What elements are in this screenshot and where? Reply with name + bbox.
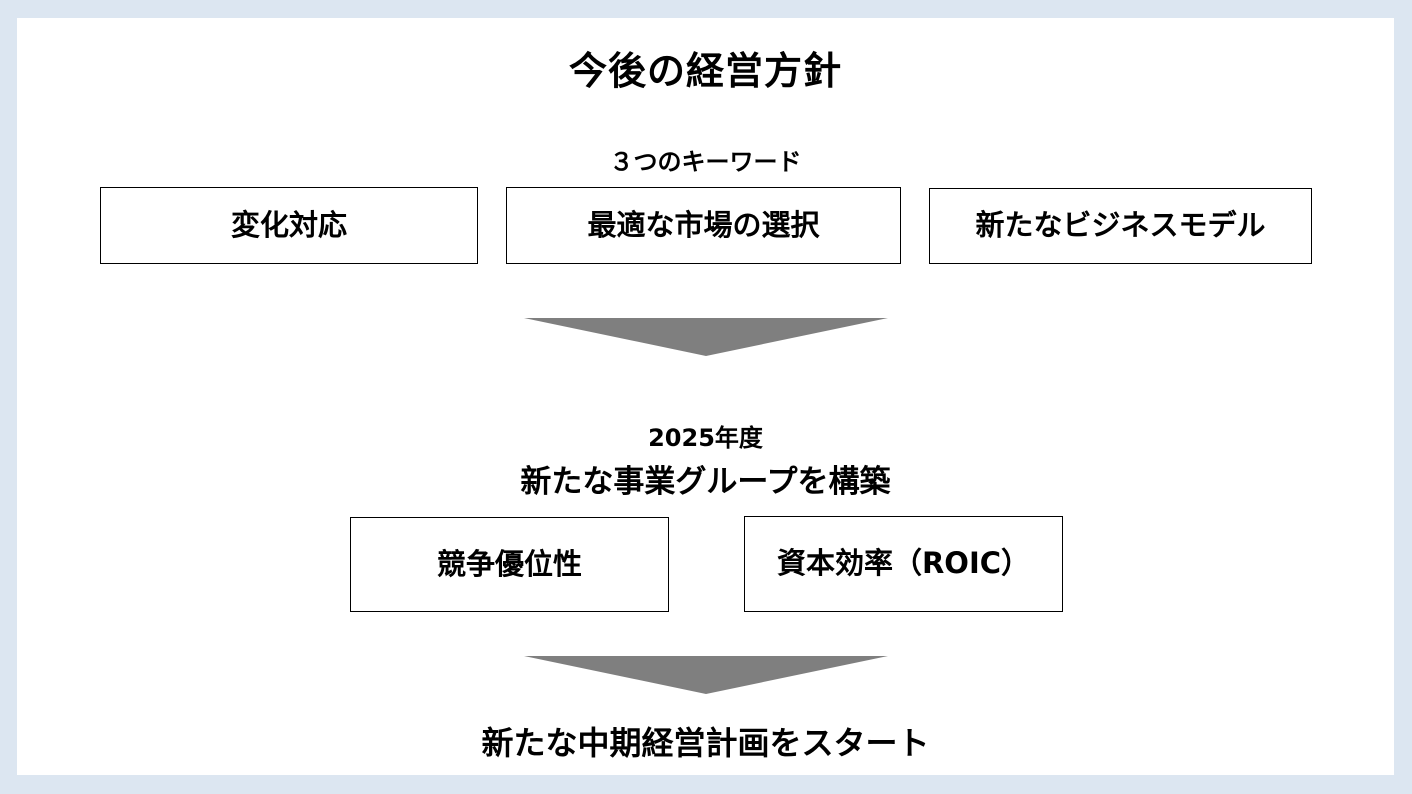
pillar-label-1: 競争優位性 [436, 546, 582, 581]
keyword-label-2: 最適な市場の選択 [587, 207, 820, 242]
slide-panel: 今後の経営方針 ３つのキーワード 変化対応 最適な市場の選択 新たなビジネスモデ… [17, 18, 1394, 775]
down-arrow-icon [524, 318, 888, 356]
keyword-label-1: 変化対応 [230, 207, 347, 242]
group-heading: 新たな事業グループを構築 [520, 464, 891, 500]
keyword-box-3: 新たなビジネスモデル [929, 188, 1312, 264]
keyword-box-2: 最適な市場の選択 [506, 187, 901, 264]
down-arrow-icon [524, 656, 888, 694]
year-label: 2025年度 [648, 424, 763, 452]
pillar-box-competitive-advantage: 競争優位性 [350, 517, 669, 612]
pillar-label-2: 資本効率（ROIC） [776, 546, 1031, 580]
keyword-box-1: 変化対応 [100, 187, 478, 264]
pillar-box-roic: 資本効率（ROIC） [744, 516, 1063, 612]
keywords-heading: ３つのキーワード [609, 148, 802, 176]
conclusion-text: 新たな中期経営計画をスタート [481, 724, 930, 762]
keyword-label-3: 新たなビジネスモデル [975, 208, 1266, 242]
page-title: 今後の経営方針 [568, 49, 842, 93]
